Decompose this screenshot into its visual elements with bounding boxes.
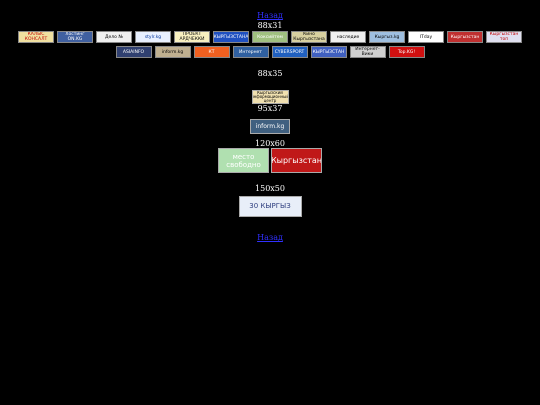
row2-banner-6[interactable]: КЫРГЫЗСТАН xyxy=(310,46,347,58)
row1-banner-10[interactable]: Кыргыз.kg xyxy=(369,31,405,43)
section-label-88x31: 88x31 xyxy=(257,21,283,30)
row2-banner-2-text: inform.kg xyxy=(154,46,191,58)
banner-120x60-kyrgyzstan[interactable]: Кыргызстан xyxy=(271,148,322,173)
row1-banner-4-text: stylr.kg xyxy=(135,31,171,43)
row1-banner-4[interactable]: stylr.kg xyxy=(135,31,171,43)
row2-banner-3-text: КТ xyxy=(193,46,230,58)
banner-150x50[interactable]: 30 КЫРГЫЗ xyxy=(238,195,302,217)
row1-banner-1-text: КАЛЫС КОНСАЛТ xyxy=(18,31,54,43)
row1-banner-9[interactable]: наследие xyxy=(330,31,366,43)
row1-banner-3-text: Дело № xyxy=(96,31,132,43)
row2-banner-1-text: ASIAINFO xyxy=(115,46,152,58)
row2-banner-4[interactable]: Интернет xyxy=(232,46,269,58)
banner-88x35-text: Кыргызский информационный центр xyxy=(251,90,289,104)
section-label-88x35: 88x35 xyxy=(257,69,283,78)
banner-120x60-free-slot-text: место свободно xyxy=(218,148,269,173)
row1-banner-2-text: Хостинг ON.KG xyxy=(57,31,93,43)
row2-banner-8-text: Top.KG! xyxy=(388,46,425,58)
banner-120x60-kyrgyzstan-text: Кыргызстан xyxy=(271,148,322,173)
back-link-top[interactable]: Назад xyxy=(257,11,283,20)
row1-banner-5-text: ПРОЕКТ АРДЧЕККИ xyxy=(174,31,210,43)
row2-banner-3[interactable]: КТ xyxy=(193,46,230,58)
row1-banner-12[interactable]: Кыргызстан xyxy=(447,31,483,43)
row2-banner-5[interactable]: CYBERSPORT xyxy=(271,46,308,58)
row1-banner-13[interactable]: Кыргызстан топ xyxy=(486,31,522,43)
back-link-bottom[interactable]: Назад xyxy=(257,233,283,242)
row2-banner-7-text: Интернет-Вики xyxy=(349,46,386,58)
row1-banner-8-text: Кино Кыргызстана xyxy=(291,31,327,43)
row1-banner-2[interactable]: Хостинг ON.KG xyxy=(57,31,93,43)
row1-banner-1[interactable]: КАЛЫС КОНСАЛТ xyxy=(18,31,54,43)
row1-banner-10-text: Кыргыз.kg xyxy=(369,31,405,43)
section-label-150x50: 150x50 xyxy=(255,184,285,193)
row1-banner-9-text: наследие xyxy=(330,31,366,43)
row1-banner-3[interactable]: Дело № xyxy=(96,31,132,43)
banner-88x35[interactable]: Кыргызский информационный центр xyxy=(251,90,289,104)
row2-banner-4-text: Интернет xyxy=(232,46,269,58)
row1-banner-7-text: Коксийтем xyxy=(252,31,288,43)
row1-banner-13-text: Кыргызстан топ xyxy=(486,31,522,43)
row1-banner-6-text: КЫРГЫЗСТАНА xyxy=(213,31,249,43)
row1-banner-12-text: Кыргызстан xyxy=(447,31,483,43)
row2-banner-6-text: КЫРГЫЗСТАН xyxy=(310,46,347,58)
row2-banner-8[interactable]: Top.KG! xyxy=(388,46,425,58)
row1-banner-5[interactable]: ПРОЕКТ АРДЧЕККИ xyxy=(174,31,210,43)
section-label-95x37: 95x37 xyxy=(257,104,283,113)
banner-120x60-free-slot[interactable]: место свободно xyxy=(218,148,269,173)
banner-95x37-text: inform.kg xyxy=(250,119,290,134)
row1-banner-11-text: ITday xyxy=(408,31,444,43)
row1-banner-7[interactable]: Коксийтем xyxy=(252,31,288,43)
row2-banner-5-text: CYBERSPORT xyxy=(271,46,308,58)
row1-banner-8[interactable]: Кино Кыргызстана xyxy=(291,31,327,43)
section-label-120x60: 120x60 xyxy=(255,139,285,148)
row1-banner-6[interactable]: КЫРГЫЗСТАНА xyxy=(213,31,249,43)
banner-95x37[interactable]: inform.kg xyxy=(250,119,290,134)
row2-banner-2[interactable]: inform.kg xyxy=(154,46,191,58)
banner-150x50-text: 30 КЫРГЫЗ xyxy=(238,195,302,217)
row2-banner-1[interactable]: ASIAINFO xyxy=(115,46,152,58)
row2-banner-7[interactable]: Интернет-Вики xyxy=(349,46,386,58)
row1-banner-11[interactable]: ITday xyxy=(408,31,444,43)
